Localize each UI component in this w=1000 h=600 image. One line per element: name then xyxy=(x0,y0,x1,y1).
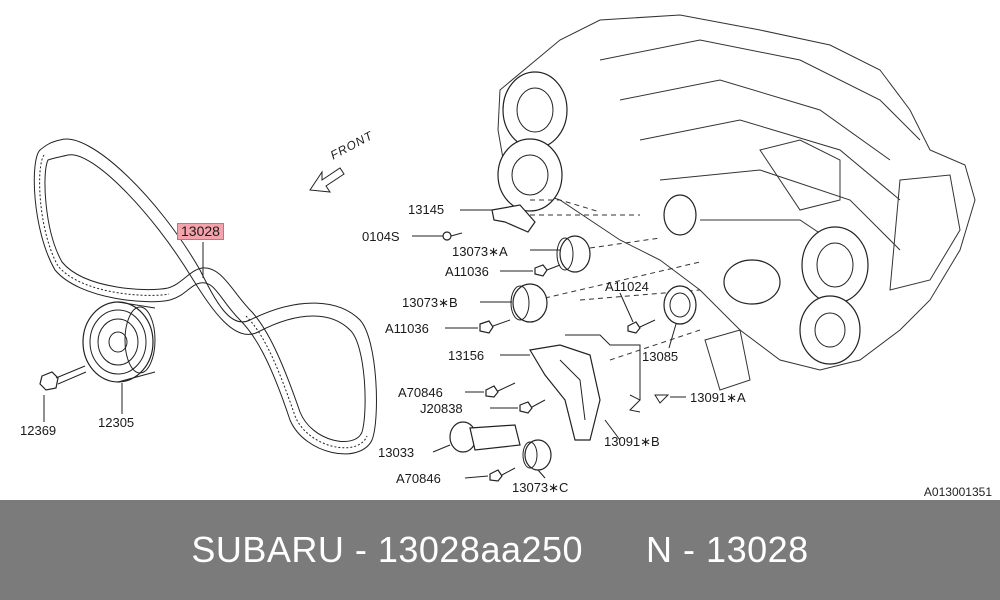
footer-banner: SUBARU - 13028aa250 N - 13028 xyxy=(0,500,1000,600)
callout-13156[interactable]: 13156 xyxy=(448,348,485,363)
bolt-j20838 xyxy=(519,399,546,414)
callout-a11024[interactable]: A11024 xyxy=(605,279,649,294)
tensioner-13033 xyxy=(449,421,521,453)
callout-13091b[interactable]: 13091∗B xyxy=(604,434,660,449)
parts-diagram: FRONT 13028 12369 12305 13145 0104S 1307… xyxy=(20,14,992,499)
callout-13033[interactable]: 13033 xyxy=(378,445,415,460)
bolt-a70846-1 xyxy=(485,382,516,398)
callout-12369[interactable]: 12369 xyxy=(20,423,57,438)
cover-13091 xyxy=(628,394,670,413)
callout-13145[interactable]: 13145 xyxy=(408,202,445,217)
callout-a11036-2[interactable]: A11036 xyxy=(385,321,429,336)
bolt-0104s xyxy=(442,231,463,241)
tensioner-13156 xyxy=(529,334,641,441)
callout-a70846-2[interactable]: A70846 xyxy=(396,471,441,486)
idler-13073a xyxy=(556,235,591,273)
callout-leaders xyxy=(43,209,686,479)
bolt-a70846-2 xyxy=(489,467,516,482)
idler-13073b xyxy=(510,283,548,323)
bolt-a11036-1 xyxy=(534,264,561,277)
callout-j20838[interactable]: J20838 xyxy=(420,401,463,416)
bolt-a11024 xyxy=(627,319,656,334)
engine-block xyxy=(497,14,976,391)
callout-0104s[interactable]: 0104S xyxy=(362,229,400,244)
callout-13073c[interactable]: 13073∗C xyxy=(512,480,569,495)
part-13145 xyxy=(491,204,536,233)
callout-13073b[interactable]: 13073∗B xyxy=(402,295,458,310)
callout-a70846-1[interactable]: A70846 xyxy=(398,385,443,400)
diagram-drawing xyxy=(33,14,976,482)
callout-13073a[interactable]: 13073∗A xyxy=(452,244,508,259)
callout-13091a[interactable]: 13091∗A xyxy=(690,390,746,405)
callout-belt-highlighted[interactable]: 13028 xyxy=(177,223,224,240)
timing-belt xyxy=(33,138,377,455)
reference-code: A013001351 xyxy=(923,485,992,499)
callout-12305[interactable]: 12305 xyxy=(98,415,135,430)
crank-bolt xyxy=(39,365,87,391)
bolt-a11036-2 xyxy=(479,319,511,334)
callout-a11036-1[interactable]: A11036 xyxy=(445,264,489,279)
front-arrow-icon xyxy=(309,167,345,193)
footer-part-number: SUBARU - 13028aa250 N - 13028 xyxy=(191,529,809,570)
callout-13085[interactable]: 13085 xyxy=(642,349,679,364)
crank-pulley xyxy=(82,301,156,383)
idler-13073c xyxy=(522,439,552,471)
pulley-13085 xyxy=(663,285,697,325)
